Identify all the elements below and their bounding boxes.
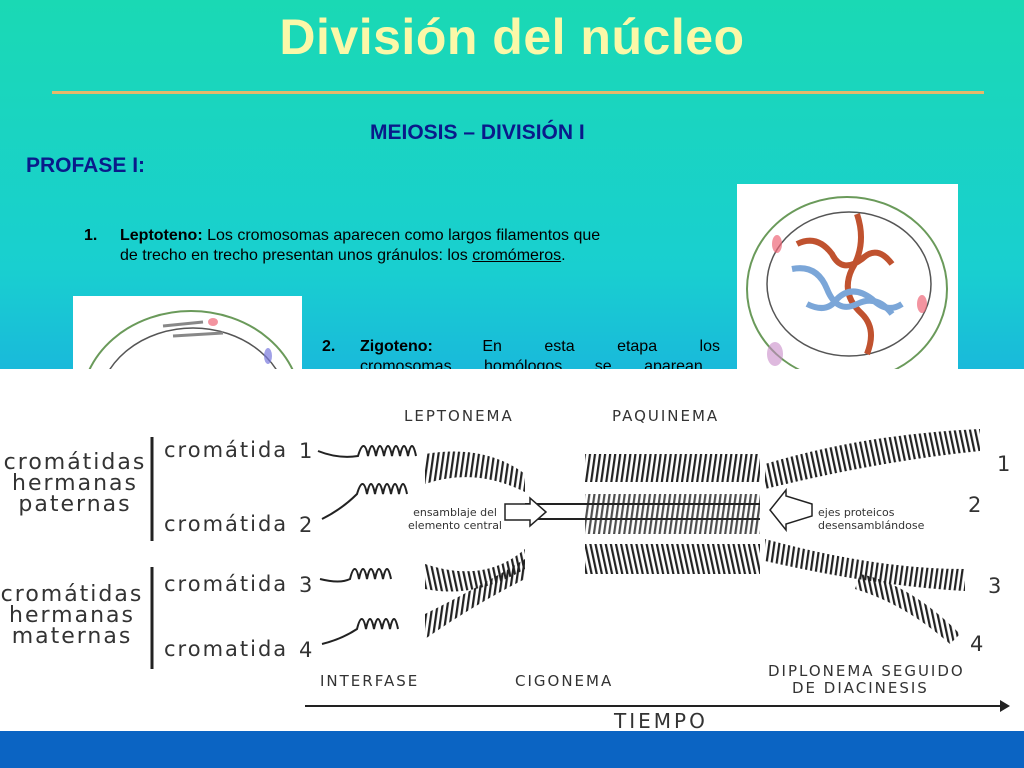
list-item-leptoteno: 1. Leptoteno: Los cromosomas aparecen co…: [84, 226, 724, 266]
synapsis-bands: [425, 429, 980, 644]
annotation-assembly-1: ensamblaje del: [413, 506, 497, 519]
chromatid-number-4: 4: [299, 638, 312, 662]
cell-illustration-zygotene: [73, 296, 302, 376]
chromatid-label-1: cromátida: [164, 438, 288, 462]
stage-label-diacinesis: DE DIACINESIS: [792, 679, 929, 697]
svg-text:hermanas: hermanas: [12, 471, 138, 496]
stage-label-interfase: INTERFASE: [320, 672, 419, 690]
stage-label-cigonema: CIGONEMA: [515, 672, 613, 690]
right-number-2: 2: [968, 493, 981, 517]
interphase-strands: [317, 445, 417, 645]
annotation-disassembly-2: desensamblándose: [818, 519, 925, 532]
item-number: 2.: [322, 338, 336, 355]
bottom-band: [0, 731, 1024, 768]
right-number-4: 4: [970, 632, 983, 656]
annotation-assembly-2: elemento central: [408, 519, 502, 532]
svg-text:maternas: maternas: [12, 624, 133, 649]
item-text: En esta etapa los: [482, 338, 720, 355]
item-text: de trecho en trecho presentan unos gránu…: [120, 247, 473, 264]
right-number-1: 1: [997, 452, 1010, 476]
chromatid-label-4: cromatida: [164, 637, 288, 661]
phase-heading: PROFASE I:: [26, 154, 146, 177]
item-text: Los cromosomas aparecen como largos fila…: [202, 227, 601, 244]
group-label-paternal: cromátidas hermanas paternas: [4, 450, 147, 517]
annotation-disassembly-1: ejes proteicos: [818, 506, 895, 519]
stage-label-paquinema: PAQUINEMA: [612, 407, 719, 425]
right-number-3: 3: [988, 574, 1001, 598]
axis-label-time: TIEMPO: [613, 709, 708, 731]
prophase-diagram: LEPTONEMA PAQUINEMA INTERFASE CIGONEMA D…: [0, 369, 1024, 731]
svg-text:paternas: paternas: [18, 492, 131, 517]
arrow-right-icon: [504, 496, 548, 528]
arrow-left-icon: [769, 487, 813, 533]
chromatid-label-3: cromátida: [164, 572, 288, 596]
item-number: 1.: [84, 227, 98, 244]
underlined-term: cromómeros: [472, 247, 562, 264]
item-text: .: [561, 247, 566, 264]
section-subtitle: MEIOSIS – DIVISIÓN I: [370, 121, 585, 144]
cell-illustration-leptotene: [737, 184, 958, 374]
svg-text:hermanas: hermanas: [9, 603, 135, 628]
chromatid-number-3: 3: [299, 573, 312, 597]
slide-title: División del núcleo: [279, 9, 745, 65]
svg-text:cromátidas: cromátidas: [4, 450, 147, 475]
chromatid-number-1: 1: [299, 439, 312, 463]
central-element: [525, 503, 760, 520]
arrow-head-icon: [1000, 700, 1010, 712]
stage-label-leptonema: LEPTONEMA: [404, 407, 514, 425]
chromatid-label-2: cromátida: [164, 512, 288, 536]
item-term: Zigoteno:: [360, 338, 433, 355]
group-label-maternal: cromátidas hermanas maternas: [1, 582, 144, 649]
stage-label-diplonema: DIPLONEMA SEGUIDO: [768, 662, 965, 680]
item-term: Leptoteno:: [120, 227, 203, 244]
title-rule: [52, 91, 984, 94]
chromatid-number-2: 2: [299, 513, 312, 537]
svg-text:cromátidas: cromátidas: [1, 582, 144, 607]
